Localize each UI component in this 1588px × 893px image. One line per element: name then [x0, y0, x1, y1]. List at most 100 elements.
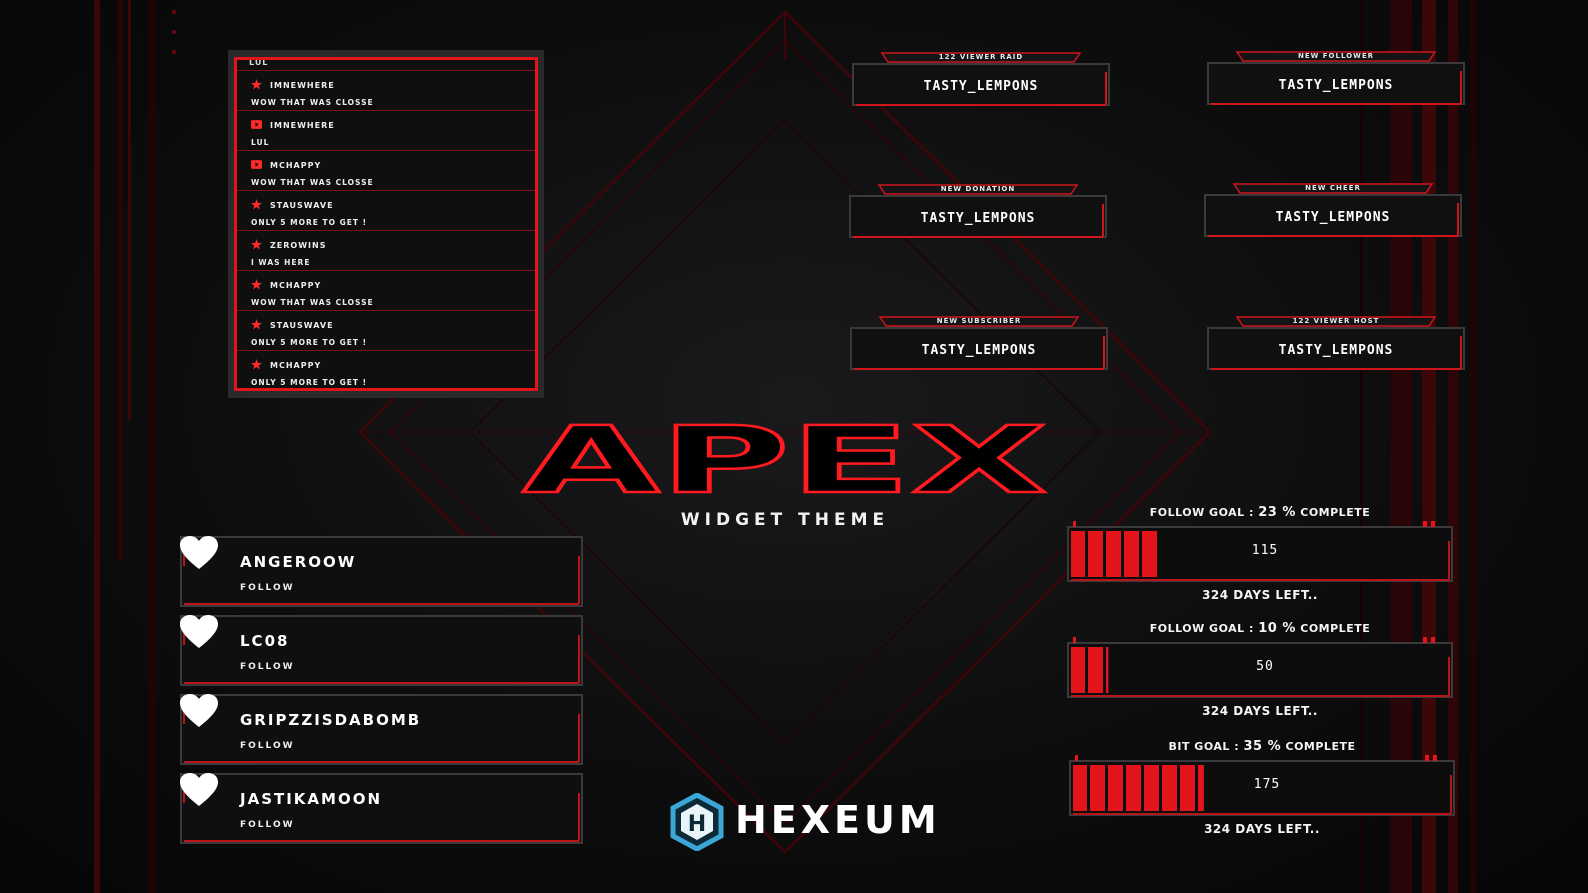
follower-frame [180, 536, 583, 607]
star-icon [251, 199, 262, 210]
goal-percent: 35 % [1243, 739, 1282, 754]
chat-message: IMNEWHERE WOW THAT WAS CLOSSE [237, 71, 535, 111]
follower-action: FOLLOW [240, 741, 295, 751]
chat-text: WOW THAT WAS CLOSSE [251, 98, 374, 107]
heart-icon [180, 536, 218, 569]
goal-label-suffix: COMPLETE [1300, 506, 1371, 519]
hexagon-logo-icon: H [670, 793, 724, 851]
chat-username: IMNEWHERE [270, 81, 335, 90]
theme-subtitle: WIDGET THEME [680, 510, 890, 530]
goal-bar-notch [1423, 521, 1427, 527]
goal-label-prefix: FOLLOW GOAL : [1149, 622, 1254, 635]
chat-username: MCHAPPY [270, 361, 322, 370]
star-icon [251, 279, 262, 290]
chat-username: STAUSWAVE [270, 321, 334, 330]
goal-fill-segment-gap [1085, 531, 1088, 577]
goal-bar-notch [1423, 637, 1427, 643]
chat-username: ZEROWINS [270, 241, 327, 250]
goal-label-suffix: COMPLETE [1300, 622, 1371, 635]
chat-text: WOW THAT WAS CLOSSE [251, 178, 374, 187]
goal-title: FOLLOW GOAL : 10 % COMPLETE [1065, 621, 1455, 636]
goal-bar-notch [1075, 755, 1078, 761]
follower-frame [180, 694, 583, 765]
follower-action: FOLLOW [240, 583, 295, 593]
follower-name: JASTIKAMOON [240, 790, 383, 808]
chat-username: IMNEWHERE [270, 121, 335, 130]
chat-message: MCHAPPY WOW THAT WAS CLOSSE [237, 271, 535, 311]
video-icon [251, 160, 262, 169]
goal-progress-fill [1071, 531, 1158, 577]
alert-frame [849, 184, 1107, 238]
brand-logo-area: H HEXEUM [670, 793, 940, 853]
alert-frame [850, 316, 1108, 370]
alert-label: 122 VIEWER HOST [1292, 317, 1380, 325]
goal-title: FOLLOW GOAL : 23 % COMPLETE [1065, 505, 1455, 520]
follower-name: GRIPZZISDABOMB [240, 711, 422, 729]
alert-label: NEW DONATION [940, 185, 1016, 193]
star-icon [251, 359, 262, 370]
goal-label-suffix: COMPLETE [1285, 740, 1356, 753]
star-icon [251, 239, 262, 250]
chat-message: STAUSWAVE ONLY 5 MORE TO GET ! [237, 311, 535, 351]
follower-name: LC08 [240, 632, 290, 650]
chat-text: LUL [251, 138, 270, 147]
chat-username: MCHAPPY [270, 161, 322, 170]
goal-fill-segment-gap [1123, 765, 1126, 811]
goal-progress-bar: 175 [1067, 755, 1457, 817]
goal-fill-segment-gap [1105, 765, 1108, 811]
follower-frame [180, 615, 583, 686]
alert-username: TASTY_LEMPONS [1275, 210, 1391, 225]
chat-message: IMNEWHERE LUL [237, 111, 535, 151]
chat-top-message: LUL [237, 60, 535, 71]
apex-title: APEX [521, 416, 1049, 498]
goal-bar-notch [1433, 755, 1437, 761]
chat-box: LUL IMNEWHERE WOW THAT WAS CLOSSE IMNEWH… [228, 50, 544, 398]
goal-bar-frame [1067, 637, 1453, 698]
goal-fill-segment-gap [1141, 765, 1144, 811]
alert-label: NEW SUBSCRIBER [936, 317, 1022, 325]
chat-text: ONLY 5 MORE TO GET ! [251, 218, 368, 227]
chat-username: MCHAPPY [270, 281, 322, 290]
alert-donation: NEW DONATION TASTY_LEMPONS [849, 184, 1107, 240]
video-icon [251, 120, 262, 129]
alert-label: NEW CHEER [1305, 184, 1361, 192]
follower-action: FOLLOW [240, 820, 295, 830]
chat-text: ONLY 5 MORE TO GET ! [251, 378, 368, 387]
goal-fill-segment-gap [1139, 531, 1142, 577]
alert-label: 122 VIEWER RAID [938, 53, 1024, 61]
chat-message: STAUSWAVE ONLY 5 MORE TO GET ! [237, 191, 535, 231]
goal-fill-segment-gap [1103, 647, 1106, 693]
alert-subscriber: NEW SUBSCRIBER TASTY_LEMPONS [850, 316, 1108, 372]
goal-fill-segment-gap [1103, 531, 1106, 577]
chat-message: ZEROWINS I WAS HERE [237, 231, 535, 271]
goal-bar-notch [1073, 637, 1076, 643]
goal-title: BIT GOAL : 35 % COMPLETE [1067, 739, 1457, 754]
goal-days-left: 324 DAYS LEFT.. [1204, 822, 1320, 836]
goal-bar-background [1067, 642, 1453, 698]
apex-title-text: APEX [523, 416, 1048, 498]
goal-days-left: 324 DAYS LEFT.. [1202, 588, 1318, 602]
goal-fill-segment-gap [1087, 765, 1090, 811]
alert-username: TASTY_LEMPONS [921, 343, 1037, 358]
goal-percent: 10 % [1258, 621, 1296, 636]
alert-follower: NEW FOLLOWER TASTY_LEMPONS [1207, 51, 1465, 107]
logo-letter: H [688, 812, 706, 837]
alert-username: TASTY_LEMPONS [923, 79, 1039, 94]
goal-bar-notch [1431, 637, 1435, 643]
heart-icon [180, 615, 218, 648]
goal-bar-frame [1067, 521, 1453, 582]
chat-text: I WAS HERE [251, 258, 311, 267]
alert-username: TASTY_LEMPONS [920, 211, 1036, 226]
follower-card: JASTIKAMOON FOLLOW [180, 773, 583, 844]
star-icon [251, 79, 262, 90]
follower-card: ANGEROOW FOLLOW [180, 536, 583, 607]
goal-bar-notch [1425, 755, 1429, 761]
chat-inner: LUL IMNEWHERE WOW THAT WAS CLOSSE IMNEWH… [234, 57, 538, 391]
brand-name: HEXEUM [735, 798, 941, 842]
goal-value: 175 [1253, 777, 1281, 792]
chat-text: ONLY 5 MORE TO GET ! [251, 338, 368, 347]
chat-message: MCHAPPY ONLY 5 MORE TO GET ! [237, 351, 535, 388]
goal-bar-notch [1073, 521, 1076, 527]
goal-progress-fill [1071, 647, 1109, 693]
